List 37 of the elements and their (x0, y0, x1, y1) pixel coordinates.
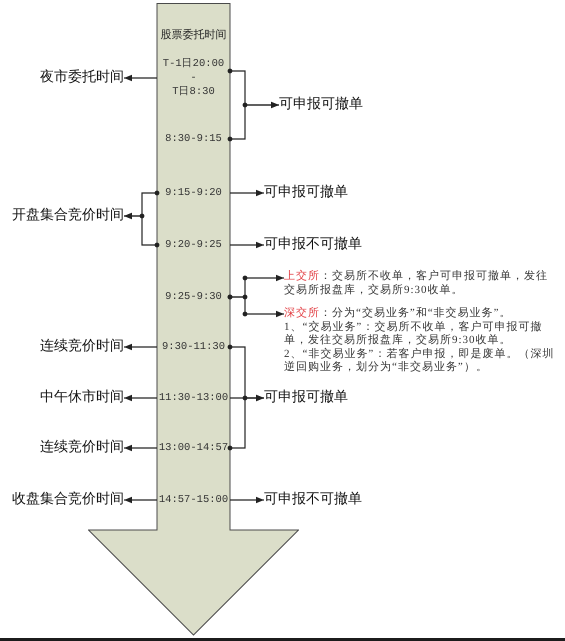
time-range: 14:57-15:00 (157, 493, 230, 507)
time-range: 13:00-14:57 (157, 441, 230, 455)
phase-label: 连续竞价时间 (40, 439, 124, 457)
connector-arrow (124, 344, 157, 350)
time-range: 9:25-9:30 (157, 290, 230, 304)
exchange-note: 深交所：分为“交易业务”和“非交易业务”。 (284, 307, 513, 320)
phase-label: 中午休市时间 (40, 389, 124, 407)
time-range: 9:20-9:25 (157, 238, 230, 252)
exchange-note: 1、“交易业务”：交易所不收单，客户可申报可撤单，发往交易所报盘库，交易所9:30收单。 (284, 320, 544, 348)
connector-arrow (228, 102, 279, 142)
connector-arrow (230, 496, 264, 504)
connector-arrow (124, 212, 160, 248)
connector-arrow (228, 394, 264, 450)
connector-arrow (124, 496, 157, 504)
time-range: 11:30-13:00 (157, 391, 230, 405)
column-heading: 股票委托时间 (160, 28, 228, 42)
order-rule-label: 可申报不可撤单 (264, 236, 362, 254)
phase-label: 连续竞价时间 (40, 338, 124, 356)
connector-arrow (124, 394, 157, 402)
connector-arrow (230, 190, 264, 196)
order-rule-label: 可申报可撤单 (279, 96, 363, 114)
time-range: T-1日20:00 - T日8:30 (157, 57, 230, 99)
order-rule-label: 可申报不可撤单 (264, 491, 362, 509)
time-range: 9:30-11:30 (157, 340, 230, 354)
phase-label: 开盘集合竞价时间 (12, 207, 124, 225)
order-rule-label: 可申报可撤单 (264, 184, 348, 202)
connector-arrow (124, 74, 157, 82)
exchange-note: 2、“非交易业务”：若客户申报，即是废单。（深圳逆回购业务，划分为“非交易业务”）。 (284, 348, 556, 374)
phase-label: 夜市委托时间 (40, 69, 124, 87)
time-range: 9:15-9:20 (157, 186, 230, 200)
connector-arrow (124, 444, 157, 452)
time-range: 8:30-9:15 (157, 132, 230, 146)
order-rule-label: 可申报可撤单 (264, 389, 348, 407)
phase-label: 收盘集合竞价时间 (12, 491, 124, 509)
exchange-note: 上交所：交易所不收单，客户可申报可撤单，发往交易所报盘库，交易所9:30收单。 (284, 270, 554, 297)
connector-arrow (228, 294, 284, 318)
connector-arrow (230, 242, 264, 248)
